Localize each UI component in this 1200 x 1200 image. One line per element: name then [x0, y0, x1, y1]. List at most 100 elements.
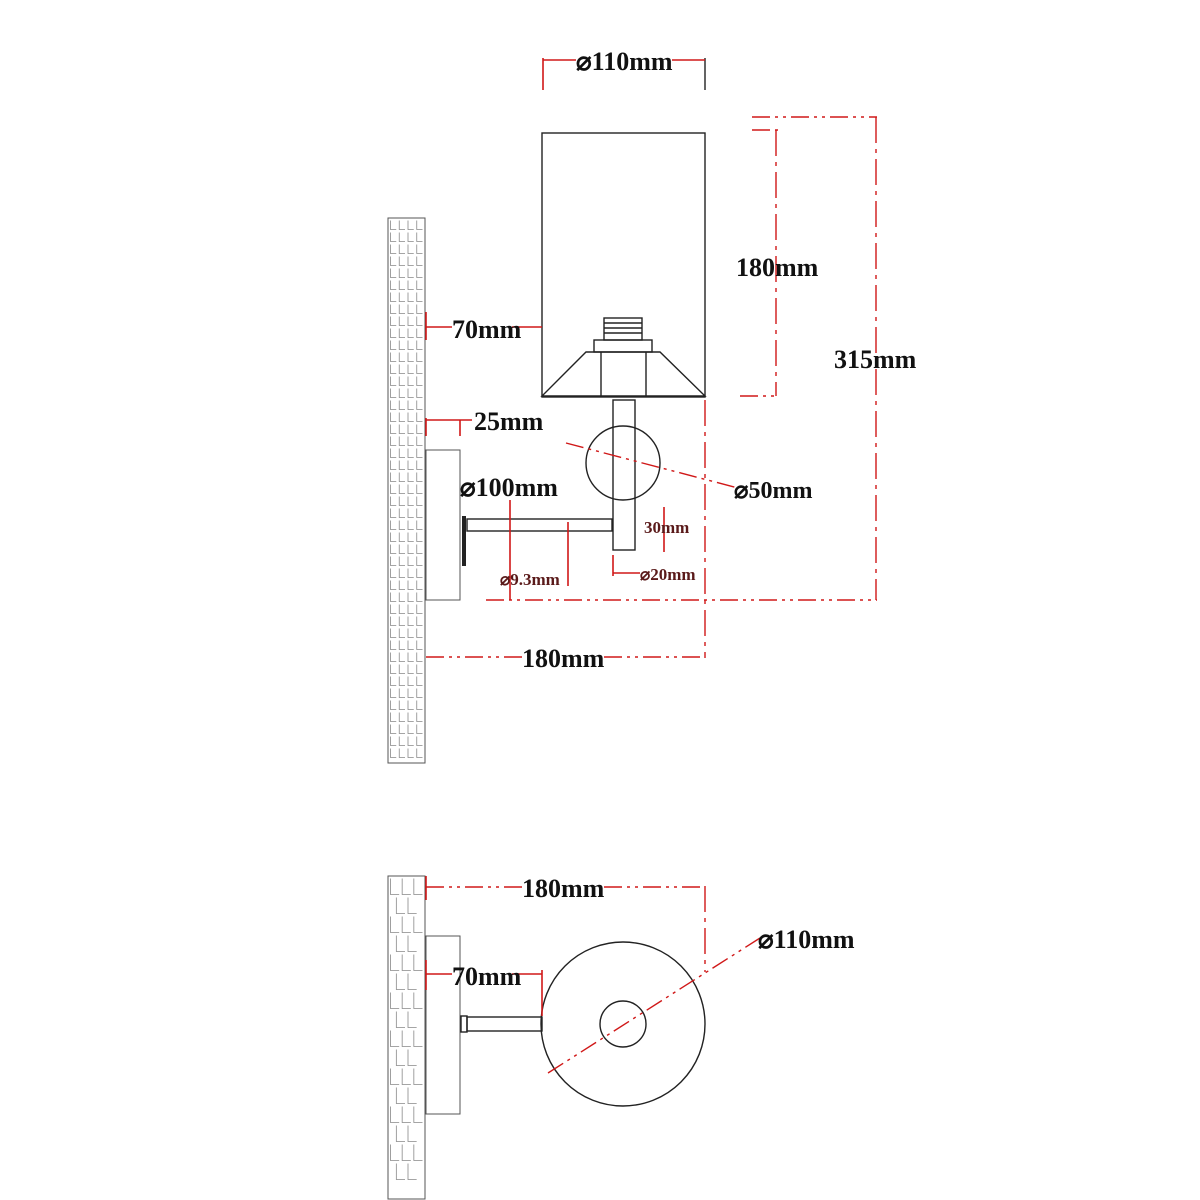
wall-tile [407, 268, 414, 278]
wall-tiles [390, 220, 423, 758]
wall-tile [390, 448, 397, 458]
wall-tile [407, 748, 414, 758]
wall-tile [390, 520, 397, 530]
wall-tile [416, 568, 423, 578]
label-plate-diameter: ⌀100mm [460, 473, 558, 502]
wall-tile [401, 1068, 411, 1085]
wall-tile [395, 973, 405, 990]
wall-tile [398, 268, 405, 278]
wall-front [387, 217, 426, 764]
wall-tile [407, 256, 414, 266]
wall-tile [390, 1030, 400, 1047]
vertical-rod [612, 399, 636, 551]
wall-tile [413, 954, 423, 971]
wall-tile [398, 448, 405, 458]
wall-tile [401, 1030, 411, 1047]
wall-tile [407, 736, 414, 746]
wall-top [387, 875, 426, 1200]
wall-tile [390, 256, 397, 266]
wall-tile [416, 436, 423, 446]
wall-tile [398, 652, 405, 662]
wall-tile [398, 544, 405, 554]
wall-tile [407, 532, 414, 542]
wall-tile [401, 1106, 411, 1123]
wall-tile [416, 736, 423, 746]
wall-tile [398, 484, 405, 494]
label-arm-diameter: ⌀9.3mm [500, 570, 560, 589]
wall-tile [407, 484, 414, 494]
wall-tile [398, 532, 405, 542]
wall-tile [395, 1163, 405, 1180]
wall-tile [390, 1068, 400, 1085]
label-shade-diameter-top: ⌀110mm [758, 925, 855, 954]
wall-tile [390, 304, 397, 314]
wall-tile [416, 592, 423, 602]
wall-tile [407, 935, 417, 952]
wall-tile [390, 676, 397, 686]
wall-tile [398, 472, 405, 482]
label-rod-height: 30mm [644, 518, 689, 537]
wall-tile [398, 388, 405, 398]
wall-tile [413, 1030, 423, 1047]
wall-tile [413, 992, 423, 1009]
wall-tile [416, 364, 423, 374]
wall-tile [390, 472, 397, 482]
dim-wall-to-shade: 70mm [425, 312, 542, 344]
wall-tile [390, 954, 400, 971]
wall-tile [390, 280, 397, 290]
wall-tile [398, 280, 405, 290]
socket-thread [603, 317, 643, 341]
wall-tile [407, 568, 414, 578]
wall-tile [416, 628, 423, 638]
wall-tile [407, 376, 414, 386]
wall-tile [416, 340, 423, 350]
wall-tile [407, 724, 414, 734]
wall-tile [398, 664, 405, 674]
wall-tile [416, 508, 423, 518]
wall-tile [401, 916, 411, 933]
shade-circle [540, 941, 706, 1107]
wall-tile [390, 232, 397, 242]
wall-tile [413, 1144, 423, 1161]
dim-total-projection-top: 180mm [425, 874, 706, 972]
wall-tile [407, 412, 414, 422]
wall-tile [416, 544, 423, 554]
wall-tile [407, 973, 417, 990]
wall-tile [390, 1144, 400, 1161]
wall-tile [416, 604, 423, 614]
wall-tile [401, 1144, 411, 1161]
wall-tile [407, 712, 414, 722]
wall-tile [398, 364, 405, 374]
wall-tile [398, 232, 405, 242]
wall-tile [416, 676, 423, 686]
wall-tile [390, 364, 397, 374]
wall-tile [390, 496, 397, 506]
wall-tile [407, 640, 414, 650]
wall-tile [390, 340, 397, 350]
wall-tile [398, 676, 405, 686]
wall-tile [398, 220, 405, 230]
wall-tile [398, 712, 405, 722]
wall-tile [401, 878, 411, 895]
label-total-projection-front: 180mm [522, 644, 605, 673]
wall-tile [416, 448, 423, 458]
wall-tile [398, 748, 405, 758]
arm [466, 518, 613, 532]
wall-tile [416, 724, 423, 734]
wall-tile [416, 304, 423, 314]
wall-tile [407, 232, 414, 242]
wall-tile [390, 568, 397, 578]
wall-tile [390, 664, 397, 674]
wall-tile [407, 328, 414, 338]
wall-tile [407, 304, 414, 314]
wall-tile [390, 376, 397, 386]
wall-tile [407, 897, 417, 914]
dim-rod-diameter: ⌀20mm [612, 555, 696, 584]
wall-tile [407, 244, 414, 254]
wall-tile [390, 316, 397, 326]
wall-tile [416, 412, 423, 422]
wall-tile [416, 712, 423, 722]
wall-tile [390, 436, 397, 446]
wall-tile [398, 352, 405, 362]
